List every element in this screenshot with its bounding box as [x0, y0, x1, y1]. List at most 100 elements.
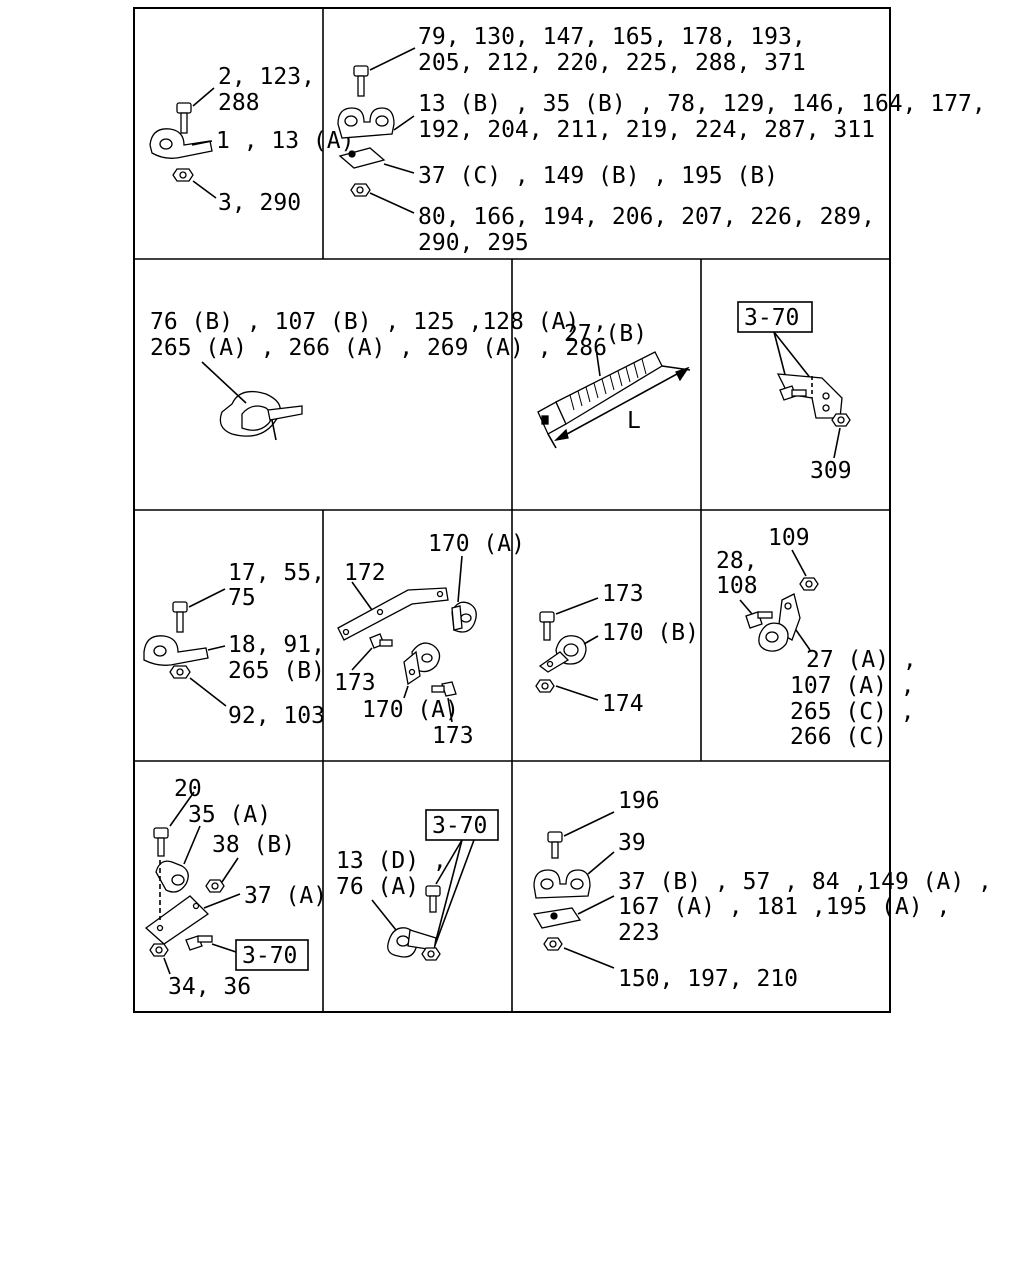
panel-6: 17, 55, 75 18, 91, 265 (B) 92, 103: [143, 560, 325, 729]
part-label: 37 (B) , 57 , 84 ,149 (A) ,: [618, 869, 992, 895]
part-label: 27 (A) ,: [806, 647, 917, 673]
clamp-icon: [451, 601, 477, 633]
part-label: 150, 197, 210: [618, 966, 798, 992]
leader-line: [169, 791, 195, 827]
bolt-icon: [779, 385, 807, 401]
part-label: 265 (A) , 266 (A) , 269 (A) , 286: [150, 335, 607, 361]
leader-line: [201, 361, 247, 404]
part-label: 27 (B): [564, 321, 647, 347]
leader-line: [211, 943, 237, 953]
panel-1: 2, 123, 288 1 , 13 (A) 3, 290: [149, 64, 354, 216]
leader-line: [207, 645, 226, 651]
part-label: 205, 212, 220, 225, 288, 371: [418, 50, 806, 76]
part-label: 288: [218, 90, 260, 116]
leader-line: [563, 947, 615, 969]
clamp-icon: [149, 128, 213, 159]
part-label: 28,: [716, 548, 758, 574]
clamp-icon: [143, 635, 209, 666]
leader-line: [447, 697, 453, 723]
leader-line: [587, 851, 615, 875]
bolt-icon: [353, 65, 369, 97]
leader-line: [577, 895, 615, 915]
diagram-grid: [133, 7, 891, 1013]
panel-9: 109 28, 108 27 (A) , 107 (A) , 265 (C) ,…: [716, 525, 917, 750]
panel-5: 3-70 309: [737, 301, 852, 484]
part-label: 37 (C) , 149 (B) , 195 (B): [418, 163, 778, 189]
panel-10: 20 35 (A) 38 (B) 37 (A) 3-70 34, 36: [144, 776, 327, 1000]
leader-line: [739, 599, 753, 615]
plate-icon: [144, 895, 210, 945]
leader-line: [203, 893, 241, 909]
plate-icon: [338, 147, 386, 169]
part-label: 107 (A) ,: [790, 673, 915, 699]
panel-12: 196 39 37 (B) , 57 , 84 ,149 (A) , 167 (…: [532, 788, 992, 992]
panel-2: 79, 130, 147, 165, 178, 193, 205, 212, 2…: [337, 24, 986, 256]
bracket-clamp-icon: [758, 593, 801, 652]
part-label: 38 (B): [212, 832, 295, 858]
leader-line: [583, 635, 599, 645]
leader-line: [457, 555, 463, 603]
leader-line: [563, 811, 615, 837]
part-label: 75: [228, 585, 256, 611]
panel-7: 170 (A) 172 173 170 (A) 173: [334, 531, 525, 749]
part-label: 170 (A): [362, 697, 459, 723]
part-label: 18, 91,: [228, 632, 325, 658]
leader-line: [221, 857, 239, 883]
leader-line: [351, 647, 373, 671]
leader-line: [192, 87, 215, 107]
part-label: 76 (B) , 107 (B) , 125 ,128 (A) ,: [150, 309, 607, 335]
nut-icon: [799, 577, 819, 591]
clamp-icon: [538, 635, 587, 673]
part-label: 37 (A): [244, 883, 327, 909]
part-label: 20: [174, 776, 202, 802]
nut-icon: [543, 937, 563, 951]
leader-line: [189, 677, 227, 707]
nut-icon: [831, 413, 851, 427]
part-label: 266 (C): [790, 724, 887, 750]
panel-4: 27 (B) L: [537, 321, 691, 449]
part-label: 108: [716, 573, 758, 599]
nut-icon: [535, 679, 555, 693]
part-label: 1 , 13 (A): [216, 128, 354, 154]
part-label: 109: [768, 525, 810, 551]
reference-box: [235, 939, 309, 971]
bolt-icon: [176, 102, 192, 134]
nut-icon: [205, 879, 225, 893]
part-label: 290, 295: [418, 230, 529, 256]
part-label: 170 (B): [602, 620, 699, 646]
part-label: 192, 204, 211, 219, 224, 287, 311: [418, 117, 875, 143]
bolt-icon: [431, 681, 457, 697]
part-label: 39: [618, 830, 646, 856]
double-clamp-icon: [337, 107, 395, 139]
bolt-icon: [745, 611, 773, 629]
reference-label: 3-70: [242, 943, 297, 969]
leader-line: [555, 597, 599, 615]
part-label: 80, 166, 194, 206, 207, 226, 289,: [418, 204, 875, 230]
leader-line: [371, 899, 397, 931]
part-label: 17, 55,: [228, 560, 325, 586]
part-label: 35 (A): [188, 802, 271, 828]
leader-line: [435, 839, 463, 885]
reference-label: 3-70: [744, 305, 799, 331]
clamp-icon: [387, 927, 437, 958]
loop-clamp-icon: [219, 390, 303, 441]
part-label: 76 (A): [336, 874, 419, 900]
plate-icon: [532, 907, 582, 929]
bolt-icon: [539, 611, 555, 641]
part-label: 92, 103: [228, 703, 325, 729]
part-label: 170 (A): [428, 531, 525, 557]
leader-line: [403, 685, 409, 699]
leader-line: [191, 140, 213, 146]
reference-label: 3-70: [432, 813, 487, 839]
part-label: 2, 123,: [218, 64, 315, 90]
leader-line: [351, 581, 373, 611]
leader-line: [833, 427, 841, 459]
nut-icon: [169, 665, 191, 679]
dimension-line: [547, 365, 691, 449]
bolt-icon: [153, 827, 169, 857]
part-label: 173: [602, 581, 644, 607]
part-label: 265 (C) ,: [790, 699, 915, 725]
part-label: 173: [432, 723, 474, 749]
nut-icon: [149, 943, 169, 957]
